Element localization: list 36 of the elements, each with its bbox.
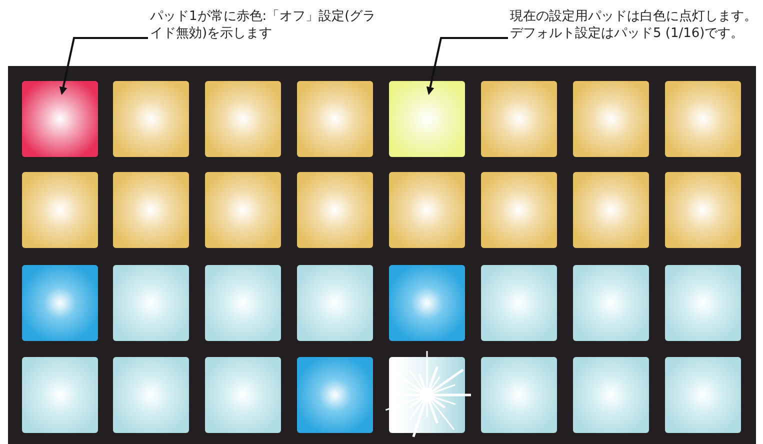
device-panel (8, 66, 756, 444)
pad (573, 265, 649, 341)
pad (113, 357, 189, 433)
pad (389, 172, 465, 248)
pad (297, 357, 373, 433)
pad (665, 81, 741, 157)
pad (665, 172, 741, 248)
pad (481, 172, 557, 248)
pad (113, 265, 189, 341)
pad (205, 81, 281, 157)
pad (22, 172, 98, 248)
pad (573, 172, 649, 248)
pad (573, 81, 649, 157)
callout-text: パッド1が常に赤色:「オフ」設定(グライド無効)を示します (150, 8, 377, 42)
callout-text: 現在の設定用パッドは白色に点灯します。デフォルト設定はパッド5 (1/16)です。 (510, 8, 758, 42)
pad (113, 172, 189, 248)
pad (22, 265, 98, 341)
pad (113, 81, 189, 157)
pad (665, 265, 741, 341)
pad (297, 265, 373, 341)
pad (205, 357, 281, 433)
pad (297, 81, 373, 157)
pad (481, 357, 557, 433)
pad (297, 172, 373, 248)
pad (481, 265, 557, 341)
pad (22, 357, 98, 433)
pad (573, 357, 649, 433)
pad (22, 81, 98, 157)
leader-line (59, 37, 148, 95)
pad (389, 265, 465, 341)
pad (205, 172, 281, 248)
pad (481, 81, 557, 157)
leader-line (426, 37, 508, 95)
pad (665, 357, 741, 433)
pad (205, 265, 281, 341)
pad (389, 81, 465, 157)
